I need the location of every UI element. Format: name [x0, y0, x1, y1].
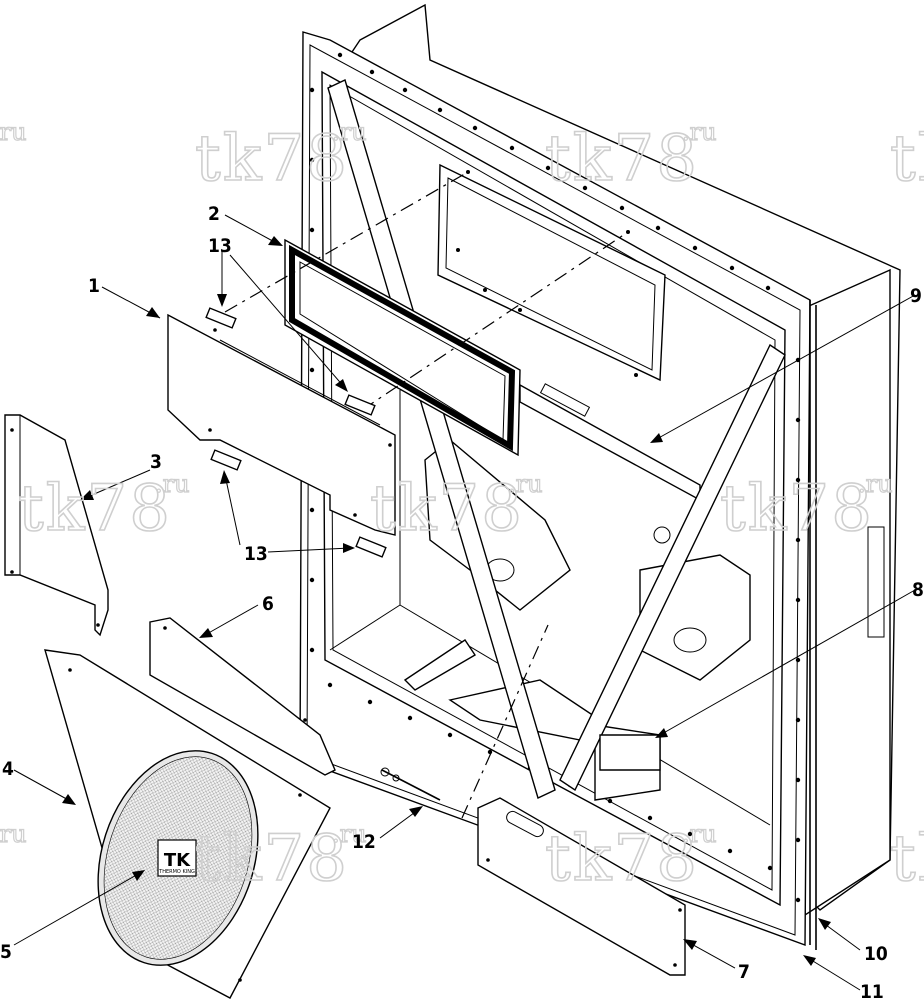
callout-7: 7 [738, 961, 750, 983]
callout-12: 12 [352, 831, 376, 853]
watermark-suffix: .ru [0, 820, 27, 848]
watermark-suffix: .ru [0, 118, 27, 146]
watermark-suffix: .ru [682, 118, 717, 146]
watermark-main: tk78 [890, 822, 924, 896]
part-6-strip [149, 617, 336, 776]
watermark-main: tk78 [195, 822, 349, 896]
callout-1: 1 [88, 275, 100, 297]
callout-13-top: 13 [208, 235, 232, 257]
watermarks: tk78 .ru tk78 .ru .ru tk78 tk78 .ru tk78… [0, 117, 924, 896]
watermark-main: tk78 [890, 122, 924, 196]
callout-9: 9 [910, 285, 922, 307]
leader-lines [13, 214, 916, 991]
callout-8: 8 [912, 579, 924, 601]
watermark-main: tk78 [195, 122, 349, 196]
callout-4: 4 [2, 758, 14, 780]
callout-2: 2 [208, 203, 220, 225]
watermark-suffix: .ru [682, 820, 717, 848]
watermark-suffix: .ru [508, 470, 543, 498]
part-5-logo: TK THERMO KING [157, 839, 197, 877]
part-12-pin [380, 767, 441, 801]
watermark-main: tk78 [18, 472, 172, 546]
watermark-suffix: .ru [858, 470, 893, 498]
logo-caption: THERMO KING [158, 869, 195, 875]
part-8-bracket [599, 734, 661, 771]
logo-mark: TK [164, 850, 191, 871]
alignment-lines [224, 171, 629, 819]
watermark-main: tk78 [720, 472, 874, 546]
callout-5: 5 [0, 941, 12, 963]
callout-3: 3 [150, 451, 162, 473]
watermark-suffix: .ru [155, 470, 190, 498]
watermark-suffix: .ru [332, 118, 367, 146]
part-3-side-panel [4, 414, 109, 637]
callout-labels: 1 2 3 4 5 6 7 8 9 10 11 12 13 13 [0, 203, 924, 1000]
watermark-main: tk78 [545, 122, 699, 196]
part-1-cover-panel [167, 313, 396, 536]
cross-braces [327, 79, 786, 799]
part-7-bottom-panel [477, 797, 686, 976]
callout-11: 11 [860, 981, 884, 1000]
gaskets-10-11 [809, 300, 817, 950]
watermark-main: tk78 [370, 472, 524, 546]
watermark-main: tk78 [545, 822, 699, 896]
part-2-gasket-frame [284, 238, 521, 457]
callout-10: 10 [864, 943, 888, 965]
part-13-plates [205, 307, 387, 558]
callout-13-bottom: 13 [244, 543, 268, 565]
callout-6: 6 [262, 593, 274, 615]
flange-holes-top [337, 52, 771, 291]
watermark-suffix: .ru [332, 820, 367, 848]
